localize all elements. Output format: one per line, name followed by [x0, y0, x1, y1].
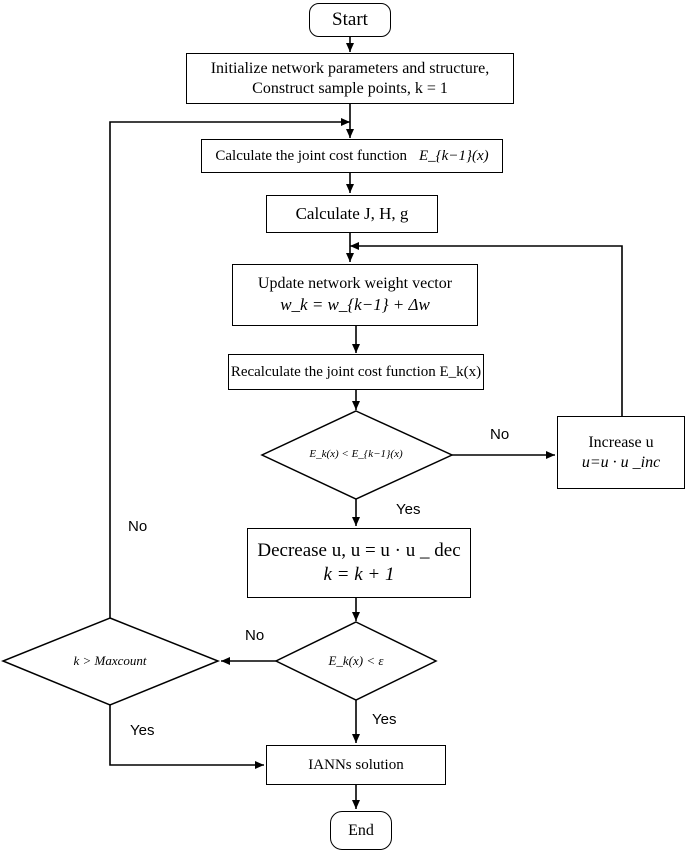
initialize-line-1: Initialize network parameters and struct…	[210, 59, 490, 77]
decision-eps: E_k(x) < ε	[296, 650, 416, 672]
edge-label-no-left: No	[128, 518, 148, 535]
calc-jhg-box: Calculate J, H, g	[266, 195, 438, 233]
decision-eps-label: E_k(x) < ε	[328, 652, 384, 668]
decrease-u-box: Decrease u, u = u · u _ dec k = k + 1	[247, 528, 471, 598]
initialize-box: Initialize network parameters and struct…	[186, 53, 514, 104]
end-label: End	[348, 821, 374, 839]
calc-jhg-label: Calculate J, H, g	[295, 204, 409, 224]
edge-label-yes-maxcount: Yes	[130, 722, 155, 739]
decision-eps-shape	[274, 621, 438, 701]
initialize-line-2: Construct sample points, k = 1	[252, 79, 448, 97]
decision-maxcount-shape	[1, 617, 221, 706]
decision-maxcount-label: k > Maxcount	[73, 652, 147, 668]
decision-compare-label: E_k(x) < E_{k−1}(x)	[309, 448, 403, 461]
edge-label-no-increase: No	[490, 426, 510, 443]
end-terminal: End	[330, 811, 392, 850]
decision-compare-shape	[260, 410, 454, 500]
edge-label-yes-solution: Yes	[372, 711, 397, 728]
ianns-solution-label: IANNs solution	[308, 756, 404, 773]
calc-cost-label: Calculate the joint cost function	[215, 147, 408, 164]
start-label: Start	[332, 9, 368, 31]
arrow-increase-loop	[350, 242, 623, 416]
decrease-line-1: Decrease u, u = u · u _ dec	[257, 540, 461, 562]
ianns-solution-box: IANNs solution	[266, 745, 446, 785]
recalc-cost-box: Recalculate the joint cost function E_k(…	[228, 354, 484, 390]
update-line-2: w_k = w_{k−1} + Δw	[280, 295, 430, 315]
decision-maxcount: k > Maxcount	[30, 650, 190, 672]
update-line-1: Update network weight vector	[257, 275, 453, 293]
increase-line-2: u=u · u _inc	[581, 453, 661, 471]
edge-label-no-maxcount: No	[245, 627, 265, 644]
decision-compare: E_k(x) < E_{k−1}(x)	[282, 444, 430, 466]
arrow-maxcount-solution	[109, 705, 264, 769]
recalc-cost-label: Recalculate the joint cost function E_k(…	[230, 363, 482, 380]
increase-u-box: Increase u u=u · u _inc	[557, 416, 685, 489]
arrow-maxcount-loop	[109, 118, 350, 618]
calc-cost-math: E_{k−1}(x)	[419, 147, 489, 164]
calc-cost-box: Calculate the joint cost function E_{k−1…	[201, 139, 503, 173]
start-terminal: Start	[309, 3, 391, 37]
decrease-line-2: k = k + 1	[323, 564, 395, 585]
edge-label-yes-decrease: Yes	[396, 501, 421, 518]
increase-line-1: Increase u	[588, 433, 654, 451]
update-weight-box: Update network weight vector w_k = w_{k−…	[232, 264, 478, 326]
